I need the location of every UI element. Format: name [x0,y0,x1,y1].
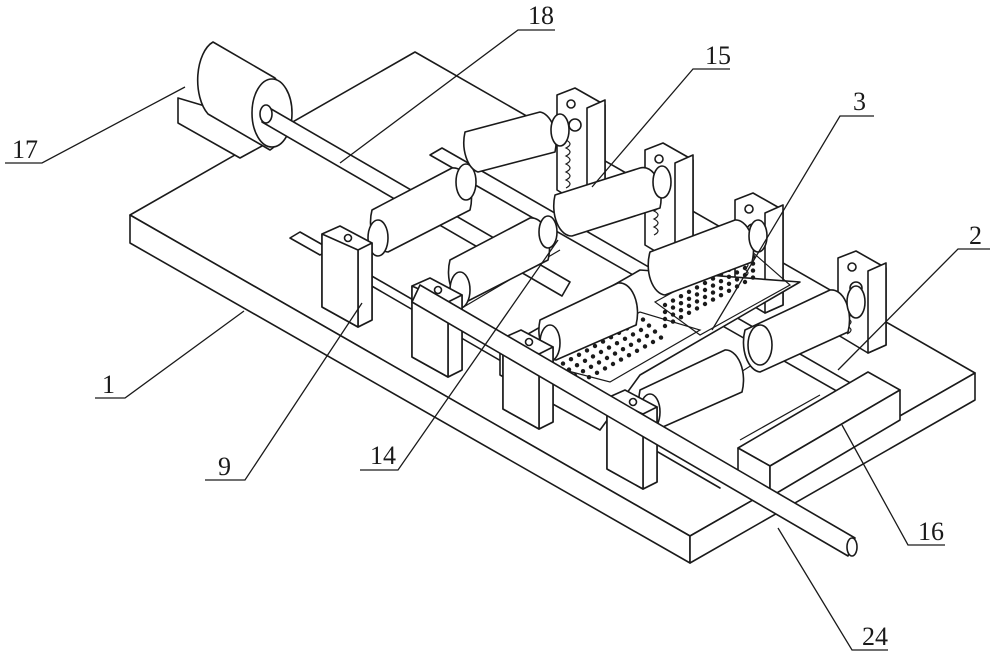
bead [710,290,716,295]
bead [670,319,676,324]
callout-18: 18 [528,1,554,30]
bead [678,308,684,313]
callout-24: 24 [862,622,888,651]
roller-4 [552,165,672,237]
bead [750,268,756,273]
bead [694,285,700,290]
bead [670,305,676,310]
callout-16: 16 [918,517,944,546]
bead [576,352,582,357]
bead [592,343,598,349]
bead [702,280,708,286]
bead [606,345,612,350]
bead [580,369,586,374]
bead [588,364,594,369]
bead [604,355,610,361]
bead [678,301,684,306]
bead [726,288,732,293]
bead [642,344,648,349]
bead [742,265,748,271]
bead [662,316,668,322]
bead [662,309,668,315]
callout-1: 1 [102,370,115,399]
pipe [411,284,858,557]
callout-9: 9 [218,452,231,481]
bead [614,341,620,346]
bead [694,292,700,297]
callout-17: 17 [12,135,38,164]
bead [636,338,642,343]
bead [574,363,580,368]
bead [652,329,658,334]
callout-3: 3 [853,87,866,116]
bead [596,360,602,365]
bead [726,274,732,279]
bead [582,358,588,363]
bead [734,270,740,275]
bead [598,349,604,355]
bead [734,277,740,282]
bead [742,279,748,285]
bead [634,348,640,353]
bead [626,353,632,358]
callout-15: 15 [705,41,731,70]
bead [702,301,708,307]
bead [686,296,692,301]
bead [694,306,700,311]
bead [650,339,656,345]
motor [177,41,293,159]
bead [750,275,756,280]
roller-2 [463,111,570,173]
bead [686,310,692,315]
bead [670,312,676,317]
bead [622,336,628,341]
bead [658,335,664,340]
bead [686,303,692,308]
bead [590,354,596,359]
bead [678,294,684,299]
bead [628,342,634,347]
bead [644,333,650,339]
bead [710,283,716,288]
front-bracket-1 [321,225,373,328]
bead [702,294,708,300]
bead [630,332,636,337]
bead [638,327,644,333]
bead [710,297,716,302]
bead [612,351,618,356]
callout-14: 14 [370,441,396,470]
callout-2: 2 [969,221,982,250]
bead [702,287,708,293]
bead [568,357,574,362]
bead [584,348,590,353]
bead [670,298,676,303]
bead [602,366,608,371]
bead [640,317,646,322]
bead [610,361,616,367]
bead [662,323,668,329]
bead [718,279,724,284]
roller-1 [367,163,477,257]
roller-8 [742,285,866,373]
bead [686,289,692,294]
leader-lines [5,29,990,651]
bead [646,323,652,328]
bead [586,375,592,380]
bead [726,281,732,286]
bead [620,347,626,352]
bead [718,286,724,291]
bead [594,370,600,375]
bead [694,299,700,304]
bead [618,357,624,362]
bead [718,293,724,298]
roller-3 [447,215,558,309]
bead [678,315,684,320]
bead [662,302,668,308]
bead [560,361,566,366]
